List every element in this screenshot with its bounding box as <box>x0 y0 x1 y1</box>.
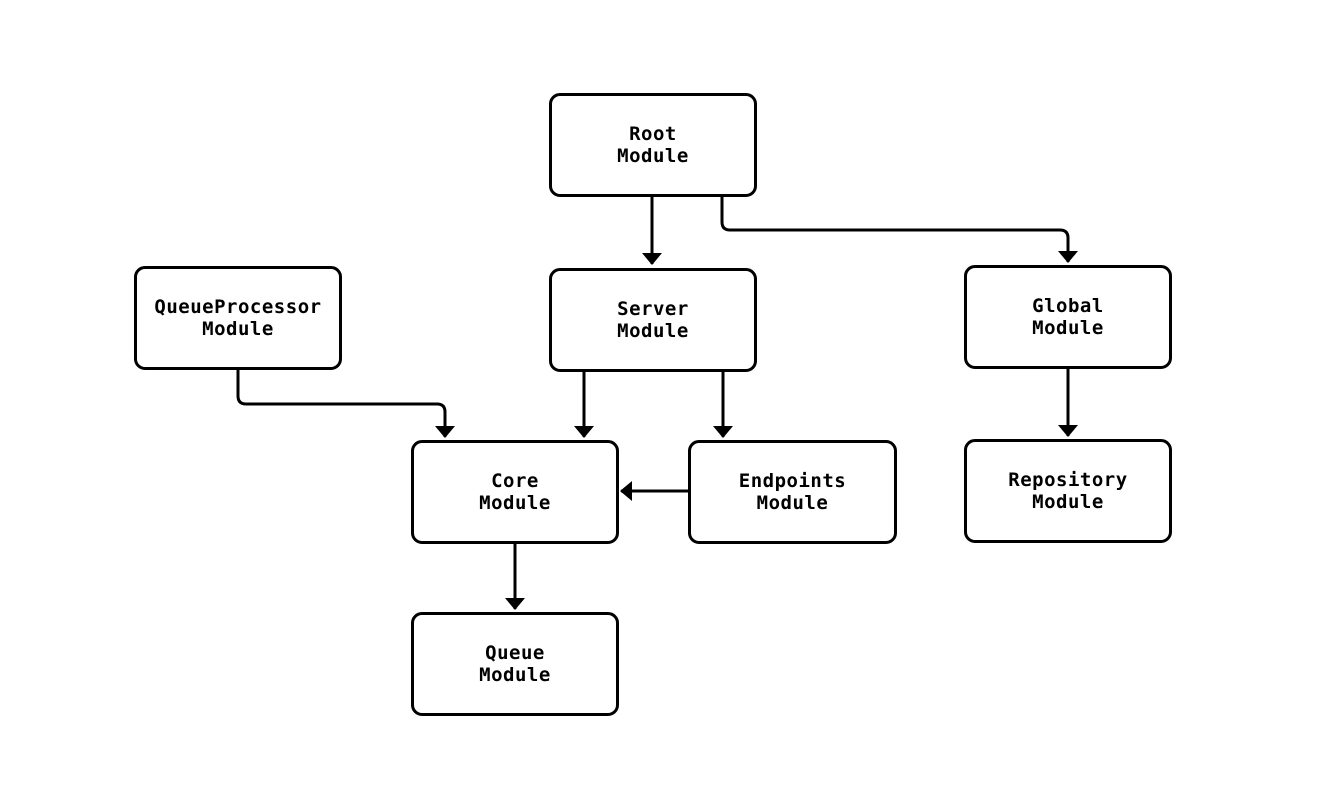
node-repository-module: Repository Module <box>964 439 1172 543</box>
node-global-module: Global Module <box>964 265 1172 369</box>
node-core-module: Core Module <box>411 440 619 544</box>
node-endpoints-module-label: Endpoints Module <box>738 470 847 514</box>
node-queue-module: Queue Module <box>411 612 619 716</box>
node-root-module: Root Module <box>549 93 757 197</box>
node-global-module-label: Global Module <box>1032 295 1104 339</box>
node-repository-module-label: Repository Module <box>1008 469 1128 513</box>
node-queue-module-label: Queue Module <box>479 642 551 686</box>
node-core-module-label: Core Module <box>479 470 551 514</box>
node-queueprocessor-module-label: QueueProcessor Module <box>154 296 322 340</box>
edge-root-to-global <box>720 197 1078 263</box>
node-server-module: Server Module <box>549 268 757 372</box>
node-server-module-label: Server Module <box>617 298 689 342</box>
node-root-module-label: Root Module <box>617 123 689 167</box>
node-endpoints-module: Endpoints Module <box>688 440 897 544</box>
edge-queueprocessor-to-core <box>236 369 455 438</box>
node-queueprocessor-module: QueueProcessor Module <box>134 266 342 370</box>
